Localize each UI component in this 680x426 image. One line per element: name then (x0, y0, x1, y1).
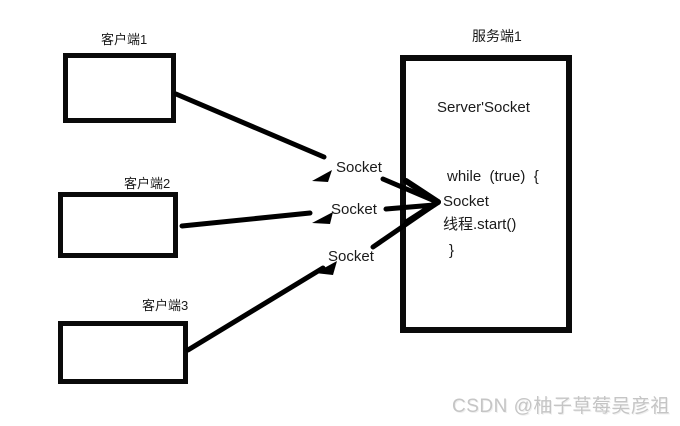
socket-label-2: Socket (331, 201, 377, 218)
server-label: 服务端1 (472, 28, 522, 44)
connector-client3-to-socket (185, 265, 326, 353)
arrowhead-socket2-icon (312, 212, 333, 224)
client3-box (58, 321, 188, 384)
socket-label-3: Socket (328, 248, 374, 265)
client2-label: 客户端2 (124, 176, 171, 191)
arrowhead-socket1-icon (312, 170, 332, 182)
server-code-socket-line: Socket (443, 193, 489, 210)
socket-label-1: Socket (336, 159, 382, 176)
server-code-thread-start-line: 线程.start() (443, 216, 517, 233)
server-code-while-line: while (true) { (447, 168, 539, 185)
client1-label: 客户端1 (101, 32, 148, 47)
client3-label: 客户端3 (142, 298, 189, 313)
csdn-watermark: CSDN @柚子草莓吴彦祖 (452, 396, 670, 417)
client1-box (63, 53, 176, 123)
client2-box (58, 192, 178, 258)
connector-client1-to-socket (173, 91, 327, 160)
server-socket-title: Server'Socket (437, 99, 530, 116)
server-code-closing-brace-line: } (449, 242, 455, 259)
connector-client2-to-socket (179, 210, 313, 229)
